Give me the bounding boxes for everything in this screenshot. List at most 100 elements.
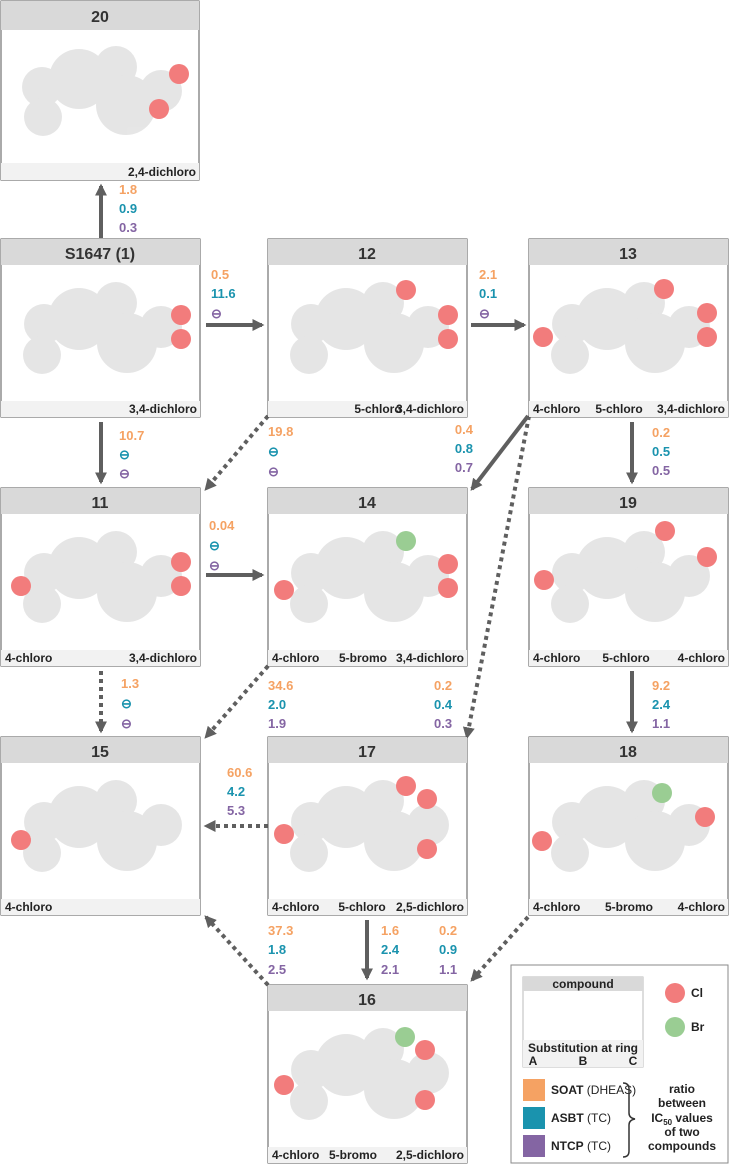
ratio-18-to-16: 0.2 0.9 1.1: [439, 923, 457, 977]
molecule-scaffold: [23, 780, 182, 872]
ratio-ntcp: ⊖: [268, 464, 279, 479]
ratio-12-to-11: 19.8 ⊖ ⊖: [268, 424, 293, 479]
legend-cl-swatch: [665, 983, 685, 1003]
ratio-ntcp: ⊖: [121, 716, 132, 731]
chlorine-atom: [415, 1090, 435, 1110]
ratio-asbt: 1.8: [268, 942, 286, 957]
ratio-ntcp: ⊖: [211, 306, 222, 321]
molecule-scaffold: [22, 46, 182, 136]
ratio-asbt: 2.4: [652, 697, 671, 712]
chlorine-atom: [169, 64, 189, 84]
arrow-18-to-16: [470, 915, 530, 982]
compound-title: 20: [91, 9, 109, 26]
ratio-ntcp: 1.9: [268, 716, 286, 731]
legend-card-key: compound Substitution at ring A B C: [522, 976, 644, 1068]
ratio-1-to-12: 0.5 11.6 ⊖: [211, 267, 236, 321]
chlorine-atom: [415, 1040, 435, 1060]
legend: compound Substitution at ring A B C Cl B…: [510, 964, 729, 1164]
compound-title: 14: [358, 495, 376, 512]
substitution-ring-c: 4-chloro: [678, 651, 725, 665]
substitution-ring-a: 4-chloro: [533, 402, 580, 416]
ratio-ntcp: 0.3: [434, 716, 452, 731]
ratio-soat: 34.6: [268, 678, 293, 693]
ratio-ntcp: 1.1: [439, 962, 457, 977]
substitution-ring-c: 2,5-dichloro: [396, 900, 464, 914]
chlorine-atom: [438, 554, 458, 574]
chlorine-atom: [417, 839, 437, 859]
legend-note-ic: IC: [651, 1111, 663, 1125]
molecule-scaffold: [290, 1028, 449, 1120]
ratio-soat: 60.6: [227, 765, 252, 780]
chlorine-atom: [171, 305, 191, 325]
compound-card-20: 20 2,4-dichloro: [0, 0, 200, 181]
substitution-ring-a: 4-chloro: [5, 651, 52, 665]
legend-ntcp-name: NTCP: [551, 1139, 584, 1153]
substitution-ring-c: 2,5-dichloro: [396, 1148, 464, 1162]
legend-ntcp-swatch: [523, 1135, 545, 1157]
ratio-ntcp: ⊖: [209, 558, 220, 573]
ratio-ntcp: 2.5: [268, 962, 286, 977]
substitution-ring-c: 3,4-dichloro: [129, 402, 197, 416]
molecule-scaffold: [290, 282, 449, 374]
arrow-13-to-17: [462, 415, 531, 740]
arrow-12-to-11: [204, 414, 270, 491]
ratio-soat: 0.2: [439, 923, 457, 938]
molecule-scaffold: [290, 780, 449, 872]
legend-ring-b: B: [579, 1054, 588, 1068]
compound-title: 19: [619, 495, 637, 512]
ratio-ntcp: 2.1: [381, 962, 399, 977]
substitution-ring-b: 5-chloro: [354, 402, 401, 416]
legend-br-swatch: [665, 1017, 685, 1037]
ratio-soat: 0.4: [455, 422, 474, 437]
ratio-soat: 9.2: [652, 678, 670, 693]
compound-card-18: 18 4-chloro 5-bromo 4-chloro: [528, 736, 729, 916]
legend-note-line2: between: [658, 1096, 706, 1110]
ratio-labels: 1.8 0.9 0.3 0.5 11.6 ⊖ 2.1 0.1 ⊖ 10.7 ⊖ …: [119, 182, 671, 977]
arrows-layer: [95, 183, 638, 987]
ratio-soat: 10.7: [119, 428, 144, 443]
ratio-soat: 0.2: [434, 678, 452, 693]
ratio-soat: 2.1: [479, 267, 497, 282]
compound-title: 11: [92, 495, 109, 512]
chlorine-atom: [697, 547, 717, 567]
legend-br-label: Br: [691, 1020, 705, 1034]
legend-note-line1: ratio: [669, 1082, 695, 1096]
chlorine-atom: [697, 303, 717, 323]
ratio-11-to-14: 0.04 ⊖ ⊖: [209, 518, 235, 573]
substitution-ring-b: 5-chloro: [338, 900, 385, 914]
compound-card-15: 15 4-chloro: [0, 736, 201, 916]
compound-card-19: 19 4-chloro 5-chloro 4-chloro: [528, 487, 729, 667]
ratio-soat: 1.8: [119, 182, 137, 197]
ratio-ntcp: ⊖: [119, 466, 130, 481]
ratio-13-to-14: 0.4 0.8 0.7: [455, 422, 474, 475]
molecule-scaffold: [551, 531, 710, 623]
chlorine-atom: [697, 327, 717, 347]
legend-soat-swatch: [523, 1079, 545, 1101]
legend-note-line5: compounds: [648, 1139, 716, 1153]
ratio-asbt: 0.9: [119, 201, 137, 216]
legend-ring-a: A: [529, 1054, 538, 1068]
chlorine-atom: [396, 280, 416, 300]
arrow-14-to-15: [204, 664, 270, 739]
ratio-19-to-18: 9.2 2.4 1.1: [652, 678, 671, 731]
legend-brace: [622, 1082, 636, 1158]
substitution-ring-a: 4-chloro: [5, 900, 52, 914]
substitution-ring-a: 4-chloro: [272, 651, 319, 665]
ratio-1-to-20: 1.8 0.9 0.3: [119, 182, 137, 235]
substitution-ring-b: 5-bromo: [329, 1148, 377, 1162]
compound-card-12: 12 5-chloro 3,4-dichloro: [267, 238, 468, 418]
chlorine-atom: [171, 329, 191, 349]
chlorine-atom: [171, 552, 191, 572]
ratio-asbt: ⊖: [268, 444, 279, 459]
compound-title: 18: [619, 744, 637, 761]
chlorine-atom: [171, 576, 191, 596]
compound-card-11: 11 4-chloro 3,4-dichloro: [0, 487, 201, 667]
ratio-soat: 0.04: [209, 518, 235, 533]
arrow-13-to-14: [470, 414, 530, 491]
ratio-asbt: ⊖: [209, 538, 220, 553]
ratio-asbt: 4.2: [227, 784, 245, 799]
legend-soat-name: SOAT: [551, 1083, 584, 1097]
ratio-ntcp: 0.3: [119, 220, 137, 235]
ratio-11-to-15: 1.3 ⊖ ⊖: [121, 676, 139, 731]
legend-note-ic50-subscript: 50: [663, 1118, 672, 1127]
